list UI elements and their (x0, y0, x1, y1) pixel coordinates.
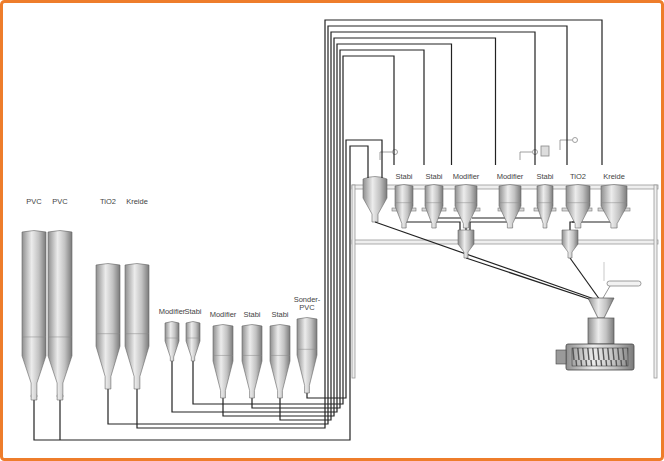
silo: Modifier (495, 165, 526, 228)
silo-body (601, 184, 627, 228)
silo: Kreide (124, 190, 150, 389)
silo-label: Stabi (271, 311, 288, 319)
silo-label: PVC (26, 198, 41, 206)
pvc-weigh-hopper (363, 177, 387, 223)
silo-body (213, 324, 233, 398)
silo-label: TiO2 (100, 198, 116, 206)
silo-body (22, 230, 46, 400)
silo-body (297, 317, 317, 393)
silo: Stabi (241, 303, 263, 398)
silo: Stabi (534, 165, 556, 228)
silo-label: Modifier (453, 173, 480, 181)
silo: PVC (48, 190, 72, 400)
silo-label: Kreide (126, 198, 148, 206)
pvc-conveying-lines (34, 140, 382, 440)
silo-body (425, 184, 443, 228)
conveying-line (172, 44, 452, 412)
silo-body (270, 324, 290, 398)
silo-body (537, 184, 553, 228)
silo-label: Stabi (184, 308, 201, 316)
silo-body (165, 321, 179, 361)
silo-body (96, 263, 120, 389)
conveyor (603, 262, 641, 298)
silo: Modifier (208, 303, 239, 398)
platform (352, 185, 658, 378)
silo-label: Kreide (603, 173, 625, 181)
silo-label: TiO2 (570, 173, 586, 181)
conveying-line (223, 38, 496, 416)
silo: PVC (22, 190, 46, 400)
silo-label: Stabi (395, 173, 412, 181)
silo: TiO2 (96, 190, 120, 389)
silo: Sonder-PVC (290, 296, 324, 393)
silo-label: PVC (52, 198, 67, 206)
silo: Kreide (601, 165, 627, 228)
conveying-line (193, 56, 394, 404)
scale-hoppers (458, 230, 578, 258)
silo-label: Stabi (243, 311, 260, 319)
silo: Stabi (182, 300, 204, 361)
silo-body (395, 184, 413, 228)
silo-body (566, 184, 590, 228)
silo: Stabi (393, 165, 415, 228)
silo: Stabi (423, 165, 445, 228)
silo-label: Modifier (210, 311, 237, 319)
silo-label: Stabi (536, 173, 553, 181)
silo: TiO2 (566, 165, 590, 228)
silo-label: Modifier (497, 173, 524, 181)
silo-body (242, 324, 262, 398)
silo-body (499, 184, 521, 228)
silo-label: Stabi (425, 173, 442, 181)
silo-body (455, 184, 477, 228)
conveying-line (137, 20, 602, 428)
mixer-extruder (556, 298, 634, 370)
silo: Modifier (157, 300, 188, 361)
conveying-line (280, 32, 535, 420)
silo: Stabi (269, 303, 291, 398)
vent-filters (380, 138, 578, 161)
silo-label: Sonder-PVC (292, 296, 322, 313)
silo-body (48, 230, 72, 400)
conveying-line (108, 26, 567, 424)
silo: Modifier (451, 165, 482, 228)
conveying-line (252, 50, 424, 408)
silo-label: Modifier (159, 308, 186, 316)
silo-body (186, 321, 200, 361)
silo-body (125, 263, 149, 389)
